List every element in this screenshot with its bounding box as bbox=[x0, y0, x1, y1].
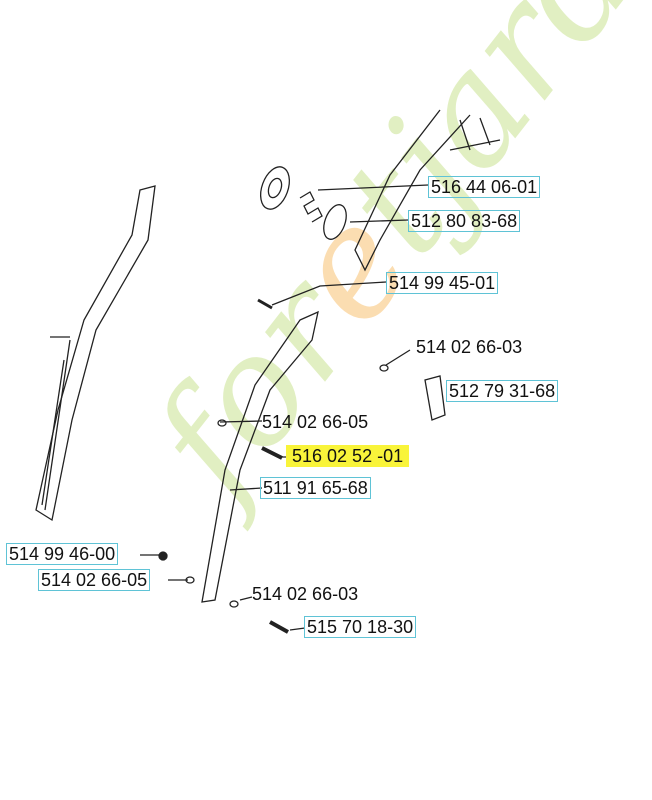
spring bbox=[299, 191, 323, 223]
washer bbox=[217, 419, 227, 427]
part-label[interactable]: 514 02 66-05 bbox=[38, 569, 151, 591]
part-label[interactable]: 514 99 46-00 bbox=[6, 543, 119, 565]
clip bbox=[424, 375, 446, 421]
washer bbox=[185, 576, 195, 584]
upper-frame bbox=[354, 109, 471, 272]
part-label[interactable]: 515 70 18-30 bbox=[304, 616, 417, 638]
part-label[interactable]: 514 02 66-05 bbox=[262, 412, 369, 432]
left-handle-bar bbox=[35, 185, 156, 522]
bolt bbox=[261, 446, 283, 460]
part-label[interactable]: 512 79 31-68 bbox=[446, 380, 559, 402]
part-label[interactable]: 512 80 83-68 bbox=[408, 210, 521, 232]
part-label[interactable]: 514 02 66-03 bbox=[252, 584, 359, 604]
bolt bbox=[257, 298, 273, 310]
part-label[interactable]: 516 44 06-01 bbox=[428, 176, 541, 198]
bolt bbox=[269, 620, 289, 634]
star-knob bbox=[260, 166, 290, 210]
nut bbox=[158, 551, 168, 561]
part-label[interactable]: 514 02 66-03 bbox=[416, 337, 523, 357]
part-label-highlighted[interactable]: 516 02 52 -01 bbox=[286, 445, 410, 467]
washer bbox=[229, 600, 239, 608]
part-label[interactable]: 514 99 45-01 bbox=[386, 272, 499, 294]
knob-nut bbox=[323, 204, 347, 240]
washer bbox=[379, 364, 389, 372]
right-handle-bar bbox=[201, 310, 319, 603]
part-label[interactable]: 511 91 65-68 bbox=[260, 477, 371, 499]
